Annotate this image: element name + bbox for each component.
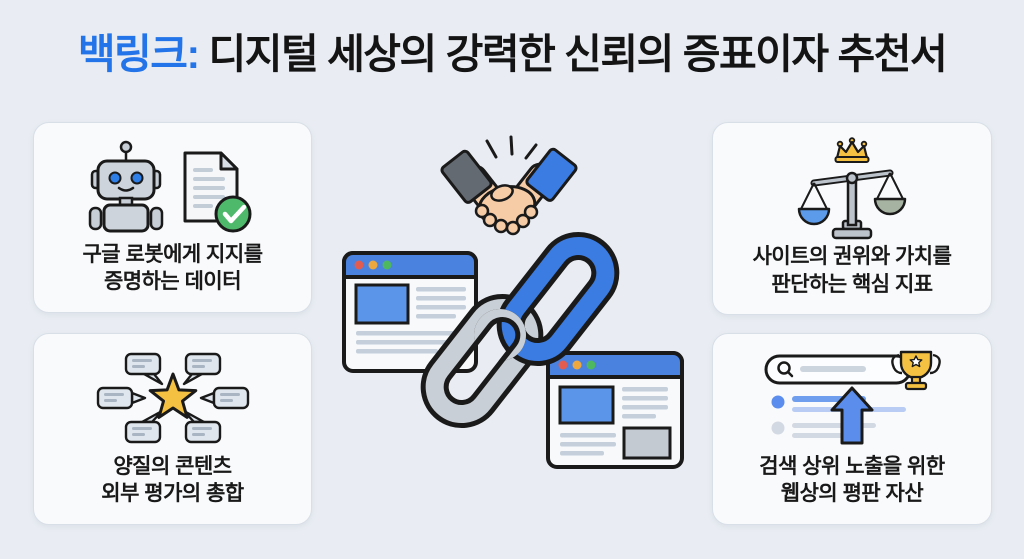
trophy-icon [891,350,941,391]
star-reviews-icon [96,352,249,444]
card-caption: 양질의 콘텐츠 외부 평가의 총합 [101,453,244,508]
traffic-dot-green [382,260,392,270]
card-authority-scale: 사이트의 권위와 가치를 판단하는 핵심 지표 [712,122,992,315]
card-caption: 사이트의 권위와 가치를 판단하는 핵심 지표 [753,243,952,298]
center-illustration [342,135,684,469]
traffic-dot-yellow [368,260,378,270]
traffic-dot-green [586,360,596,370]
title-keyword: 백링크: [77,31,200,77]
caption-line-2: 외부 평가의 총합 [101,482,244,506]
search-bar [764,354,912,385]
search-ranking-icon [764,350,941,445]
card-google-robot: 구글 로봇에게 지지를 증명하는 데이터 [33,122,312,313]
approved-document-icon [183,151,251,233]
robot-document-icon [88,140,251,233]
balance-scale-icon [797,169,907,240]
robot-icon [88,140,163,233]
caption-line-2: 증명하는 데이터 [103,270,242,294]
crown-icon [834,137,870,163]
card-caption: 구글 로봇에게 지지를 증명하는 데이터 [82,241,263,296]
caption-line-1: 양질의 콘텐츠 [113,454,232,478]
card-caption: 검색 상위 노출을 위한 웹상의 평판 자산 [759,453,945,508]
star-icon [148,372,197,419]
blue-sleeve [525,147,578,202]
traffic-dot-yellow [572,360,582,370]
traffic-dot-red [558,360,568,370]
browser-window-right [546,351,684,469]
caption-line-2: 판단하는 핵심 지표 [771,272,933,296]
title-rest: 디지털 세상의 강력한 신뢰의 증표이자 추천서 [198,31,948,77]
page-title: 백링크: 디지털 세상의 강력한 신뢰의 증표이자 추천서 [0,20,1024,80]
magnifier-icon [777,361,791,375]
up-arrow-icon [830,386,874,445]
caption-line-1: 검색 상위 노출을 위한 [759,454,945,478]
caption-line-1: 구글 로봇에게 지지를 [82,242,263,266]
handshake-icon [440,135,578,236]
card-search-ranking: 검색 상위 노출을 위한 웹상의 평판 자산 [712,333,992,525]
chain-link-icon [420,231,620,429]
bubble-text-lines [103,359,240,436]
scale-crown-icon [797,137,907,240]
gray-sleeve [440,149,493,204]
check-circle-icon [214,195,251,233]
traffic-dot-red [354,260,364,270]
browser-window-left [342,251,478,373]
caption-line-2: 웹상의 평판 자산 [780,482,924,506]
caption-line-1: 사이트의 권위와 가치를 [752,245,952,268]
card-external-reviews: 양질의 콘텐츠 외부 평가의 총합 [33,333,312,525]
